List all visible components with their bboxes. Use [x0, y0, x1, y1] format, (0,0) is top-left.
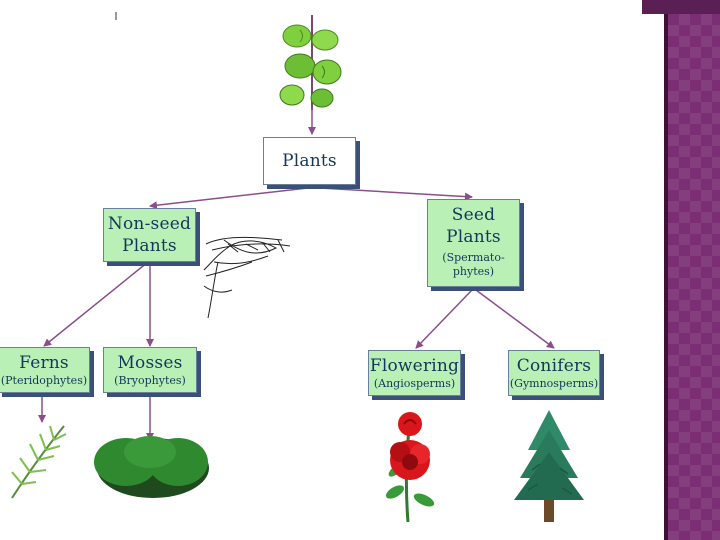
conifer-tree-image: [514, 410, 584, 522]
node-plants-title: Plants: [282, 151, 337, 171]
moss-clump-image: [94, 436, 209, 498]
node-flowering-subtitle: (Angiosperms): [373, 377, 456, 390]
node-ferns-title: Ferns: [19, 353, 69, 373]
decorative-side-panel: [668, 14, 720, 540]
node-flowering: Flowering (Angiosperms): [368, 350, 461, 396]
side-panel-edge: [664, 14, 668, 540]
node-ferns: Ferns (Pteridophytes): [0, 347, 90, 393]
fern-frond-image: [11, 425, 67, 499]
node-conifers: Conifers (Gymnosperms): [508, 350, 600, 396]
red-rose-image: [385, 412, 435, 523]
pen-scribble: [203, 236, 291, 319]
edge-plants-to-nonseed: [149, 187, 309, 210]
node-ferns-subtitle: (Pteridophytes): [0, 374, 88, 387]
node-non-seed-title: Non-seed Plants: [107, 214, 192, 256]
node-seed-subtitle: (Spermato- phytes): [442, 251, 505, 278]
node-mosses: Mosses (Bryophytes): [103, 347, 197, 393]
node-non-seed-plants: Non-seed Plants: [103, 208, 196, 262]
edge-seed-to-flowering: [415, 289, 473, 349]
node-seed-title: Seed Plants: [446, 205, 501, 247]
node-conifers-subtitle: (Gymnosperms): [509, 377, 599, 390]
edge-nonseed-to-ferns: [43, 261, 149, 347]
edge-plants-to-seed: [319, 187, 473, 201]
top-accent-strip: [642, 0, 720, 14]
node-conifers-title: Conifers: [516, 356, 592, 376]
node-flowering-title: Flowering: [369, 356, 460, 376]
node-mosses-subtitle: (Bryophytes): [114, 374, 186, 387]
node-mosses-title: Mosses: [117, 353, 183, 373]
node-seed-plants: Seed Plants (Spermato- phytes): [427, 199, 520, 287]
node-plants: Plants: [263, 137, 356, 185]
diagram-edges: [38, 108, 555, 441]
edge-seed-to-conifers: [475, 289, 555, 349]
leafy-branch-image: [279, 15, 342, 110]
